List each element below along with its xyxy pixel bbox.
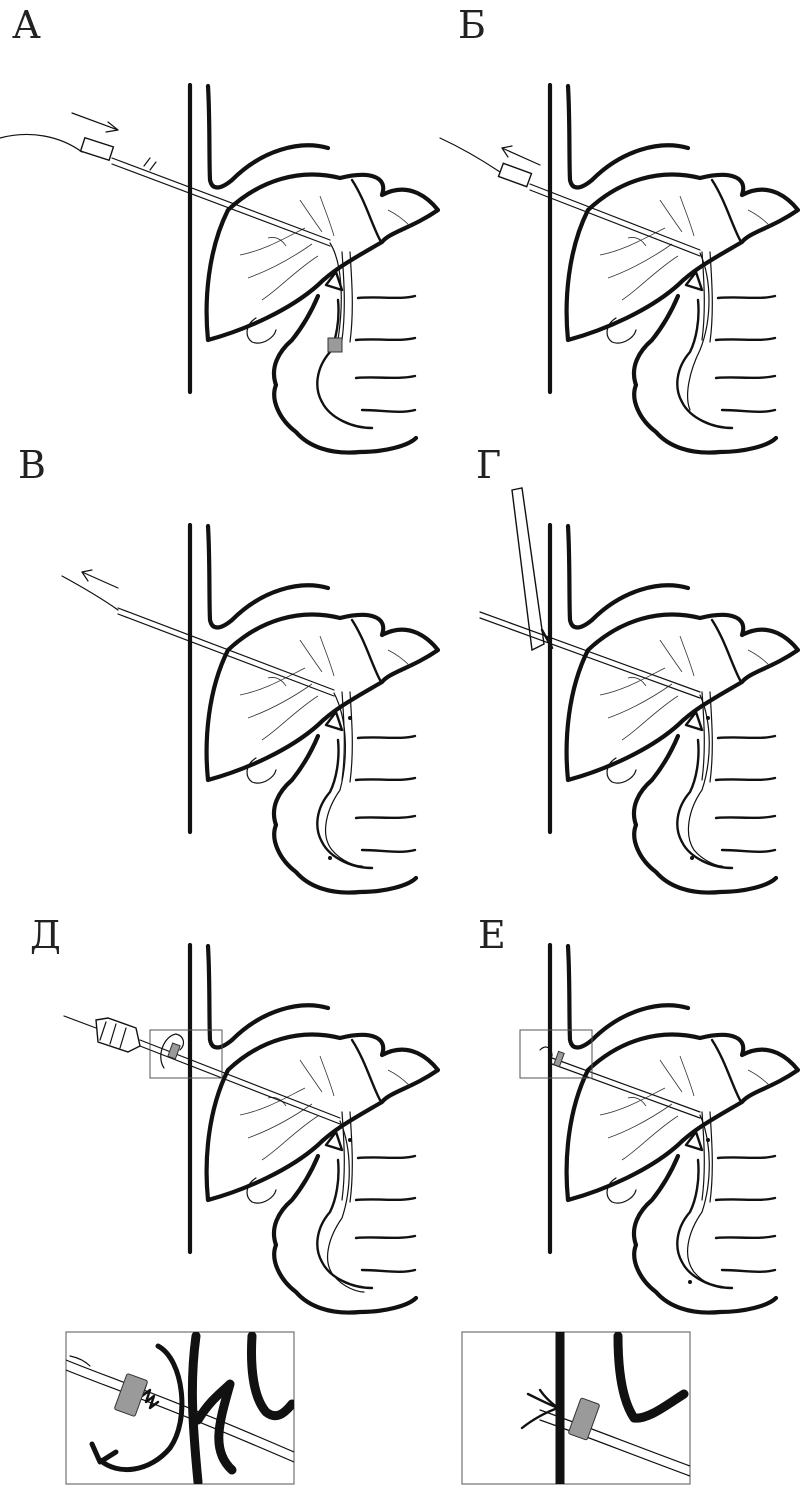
panel-label-d: Д bbox=[30, 913, 61, 957]
needle-shaft-b bbox=[529, 183, 701, 251]
panel-g: Г bbox=[476, 443, 798, 893]
anatomy-d bbox=[190, 945, 438, 1313]
panel-label-v: В bbox=[18, 443, 46, 487]
clip-inset-e bbox=[568, 1397, 600, 1441]
catheter-inset-d bbox=[66, 1359, 294, 1453]
detail-box-d bbox=[149, 1029, 223, 1079]
rotate-arrow-inset-d bbox=[97, 1343, 185, 1473]
catheter-g bbox=[479, 611, 701, 693]
panel-d: Д bbox=[30, 913, 438, 1313]
wire-tail-v bbox=[61, 575, 119, 611]
anatomy-a bbox=[190, 85, 438, 453]
arrow-out-b bbox=[501, 147, 541, 166]
wire-path-b bbox=[687, 252, 710, 411]
wall-line-d bbox=[187, 1332, 203, 1484]
suture-e bbox=[539, 1046, 553, 1057]
panel-a: А bbox=[0, 3, 438, 453]
rotate-arrow-d bbox=[160, 1033, 185, 1069]
anatomy-g bbox=[550, 525, 798, 893]
panel-label-g: Г bbox=[476, 443, 501, 487]
needle-shaft-a bbox=[111, 157, 331, 241]
panel-label-b: Б bbox=[458, 3, 486, 47]
wire-tail-b bbox=[439, 137, 501, 173]
anatomy-b bbox=[550, 85, 798, 453]
catheter-inset-e bbox=[539, 1409, 690, 1467]
panel-label-a: А bbox=[12, 3, 41, 47]
needle-hub-a bbox=[79, 136, 115, 162]
arrow-out-v bbox=[81, 571, 119, 589]
anatomy-e bbox=[550, 945, 798, 1313]
panel-v: В bbox=[18, 443, 438, 893]
arrow-head-a bbox=[105, 121, 119, 133]
anatomy-v bbox=[190, 525, 438, 893]
clip-d bbox=[167, 1042, 181, 1060]
panel-e: Е bbox=[478, 913, 798, 1313]
clip-e bbox=[553, 1050, 565, 1068]
dilator-g bbox=[511, 487, 545, 652]
shaft-break-a bbox=[143, 157, 157, 171]
arrow-in-a bbox=[71, 112, 119, 131]
catheter-v bbox=[117, 607, 335, 691]
catheter-path-g bbox=[687, 694, 723, 867]
catheter-e bbox=[551, 1057, 701, 1113]
needle-hub-b bbox=[497, 162, 533, 188]
detail-box-e bbox=[519, 1029, 593, 1079]
panel-label-e: Е bbox=[478, 913, 506, 957]
wire-tail-a bbox=[0, 133, 83, 153]
obstruction-a bbox=[327, 337, 343, 353]
inset-e-detail bbox=[461, 1331, 691, 1485]
inset-e-frame bbox=[461, 1331, 691, 1485]
tool-body-d bbox=[95, 1017, 141, 1053]
clip-inset-d bbox=[114, 1373, 148, 1417]
catheter-path-v bbox=[325, 692, 363, 867]
inset-d-detail bbox=[65, 1331, 295, 1485]
panel-b: Б bbox=[439, 3, 798, 453]
